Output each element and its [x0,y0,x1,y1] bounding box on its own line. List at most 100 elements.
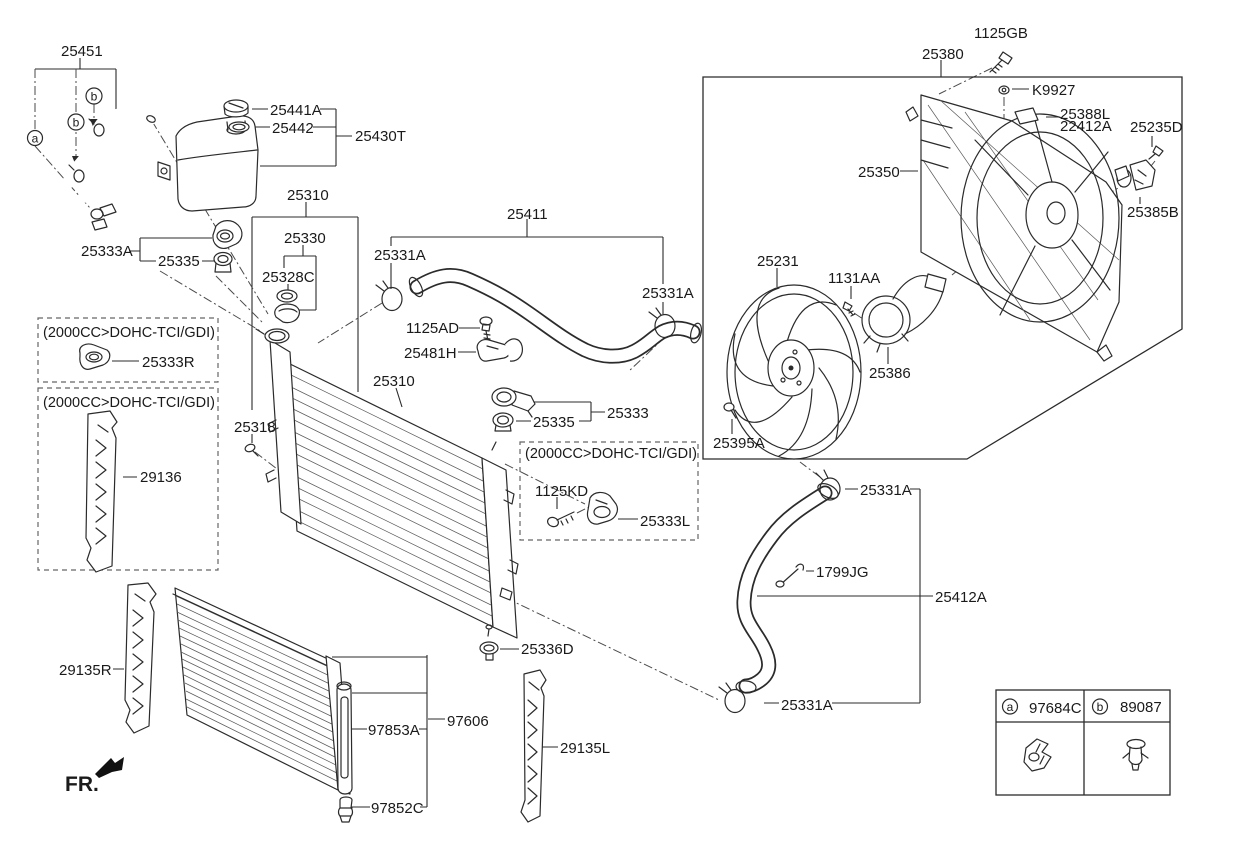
fan-blade-drawing [726,284,862,460]
part-label-25318[interactable]: 25318 [234,419,276,436]
fan-shroud-drawing [905,94,1123,362]
callout-a-letter: a [32,132,39,146]
overflow-cap-drawing [274,289,301,324]
grommet-drawing-center [492,412,514,432]
part-label-25385B[interactable]: 25385B [1127,204,1179,221]
part-label-K9927[interactable]: K9927 [1032,82,1075,99]
bolt-1125KD-drawing [547,511,575,528]
part-label-25335[interactable]: 25335 [533,414,575,431]
part-label-25481H[interactable]: 25481H [404,345,457,362]
reservoir-cap-drawing [223,99,249,118]
sensor-25385B-drawing [1114,159,1156,191]
legend-cell-a: a 97684C [1001,698,1082,772]
variant-note-1: (2000CC>DOHC-TCI/GDI) [43,325,215,341]
part-label-97606[interactable]: 97606 [447,713,489,730]
part-label-25333R[interactable]: 25333R [142,354,195,371]
part-label-25388L[interactable]: 25388L [1060,106,1110,123]
legend-part-a[interactable]: 97684C [1029,700,1082,717]
part-label-1125KD[interactable]: 1125KD [535,483,588,500]
part-label-25411[interactable]: 25411 [507,206,548,223]
variant-note-3: (2000CC>DOHC-TCI/GDI) [525,446,697,462]
part-label-25333[interactable]: 25333 [607,405,649,422]
part-label-25335[interactable]: 25335 [158,253,200,270]
label-plate-25388L-drawing [1014,107,1039,125]
part-label-25430T[interactable]: 25430T [355,128,406,145]
part-label-25310[interactable]: 25310 [287,187,329,204]
part-label-25412A[interactable]: 25412A [935,589,987,606]
part-label-25235D[interactable]: 25235D [1130,119,1183,136]
part-label-29136[interactable]: 29136 [140,469,182,486]
part-label-25330[interactable]: 25330 [284,230,326,247]
part-label-1125AD[interactable]: 1125AD [406,320,459,337]
bracket-25481H-drawing [476,338,523,362]
part-label-1799JG[interactable]: 1799JG [816,564,869,581]
part-label-25331A[interactable]: 25331A [374,247,426,264]
bolt-1131AA-drawing [842,301,856,317]
part-label-25333L[interactable]: 25333L [640,513,690,530]
part-label-1125GB[interactable]: 1125GB [974,25,1028,42]
leader-lines [35,58,1153,808]
part-label-25328C[interactable]: 25328C [262,269,315,286]
mount-bracket-drawing [491,387,536,418]
upper-hose-drawing [408,268,703,364]
part-label-25451[interactable]: 25451 [61,43,103,60]
air-guard-29135L-drawing [520,669,547,823]
variant-note-2: (2000CC>DOHC-TCI/GDI) [43,395,215,411]
bolt-1125GB-drawing [989,51,1013,74]
screw-25395A-drawing [723,402,737,419]
part-labels: 25451 25441A 25442 25430T 25310 25330 25… [43,25,1183,817]
hose-clamp-upper-left [375,280,403,312]
part-label-25350[interactable]: 25350 [858,164,900,181]
part-label-29135L[interactable]: 29135L [560,740,610,757]
hose-clamp-lower-bottom [718,682,746,714]
part-label-25380[interactable]: 25380 [922,46,964,63]
part-label-25395A[interactable]: 25395A [713,435,765,452]
callout-a[interactable]: a [26,129,44,147]
legend-table: a 97684C b 89087 [995,689,1171,796]
part-label-25331A[interactable]: 25331A [642,285,694,302]
part-label-25442[interactable]: 25442 [272,120,314,137]
drain-grommet-drawing [479,624,499,661]
radiator-drawing [255,328,519,639]
part-label-25331A[interactable]: 25331A [781,697,833,714]
callout-b-letter: b [73,116,80,130]
legend-letter-a-circle [1001,698,1019,715]
fan-motor-drawing [861,273,947,353]
part-label-97852C[interactable]: 97852C [371,800,424,817]
screw-25318-drawing [244,443,259,457]
clip-97684C-drawing [1023,738,1052,772]
part-label-29135R[interactable]: 29135R [59,662,112,679]
clip-1799JG-drawing [775,563,805,588]
part-label-25310[interactable]: 25310 [373,373,415,390]
hose-clamp-upper-right [648,307,676,339]
variant-box-airguard [37,387,219,571]
reservoir-tank-drawing [157,99,259,212]
legend-part-b[interactable]: 89087 [1120,699,1162,716]
fr-indicator: FR. [65,757,124,796]
variant-box-grommet [37,317,219,383]
callout-b-letter: b [91,90,98,104]
bracket-25333L-drawing [586,491,619,525]
part-label-25441A[interactable]: 25441A [270,102,322,119]
callout-b-lower[interactable]: b [67,113,85,131]
fr-arrow-icon [95,757,124,778]
part-label-25331A[interactable]: 25331A [860,482,912,499]
part-label-1131AA[interactable]: 1131AA [828,270,880,287]
nut-K9927-drawing [998,85,1010,95]
part-label-25333A[interactable]: 25333A [81,243,133,260]
overflow-hose-drawing [54,107,157,235]
variant-box-bracket [519,441,699,541]
fan-assembly-box [702,76,1183,460]
part-label-22412A[interactable]: 22412A [1060,118,1112,135]
grommet-drawing-left [213,251,233,273]
air-guard-29136-drawing [85,410,118,573]
part-label-97853A[interactable]: 97853A [368,722,420,739]
callout-b-upper[interactable]: b [85,87,103,105]
part-label-25336D[interactable]: 25336D [521,641,574,658]
part-label-25231[interactable]: 25231 [757,253,799,270]
part-label-25386[interactable]: 25386 [869,365,911,382]
drier-cap-97852C-drawing [337,796,354,823]
pipe-bracket-drawing [212,220,243,249]
